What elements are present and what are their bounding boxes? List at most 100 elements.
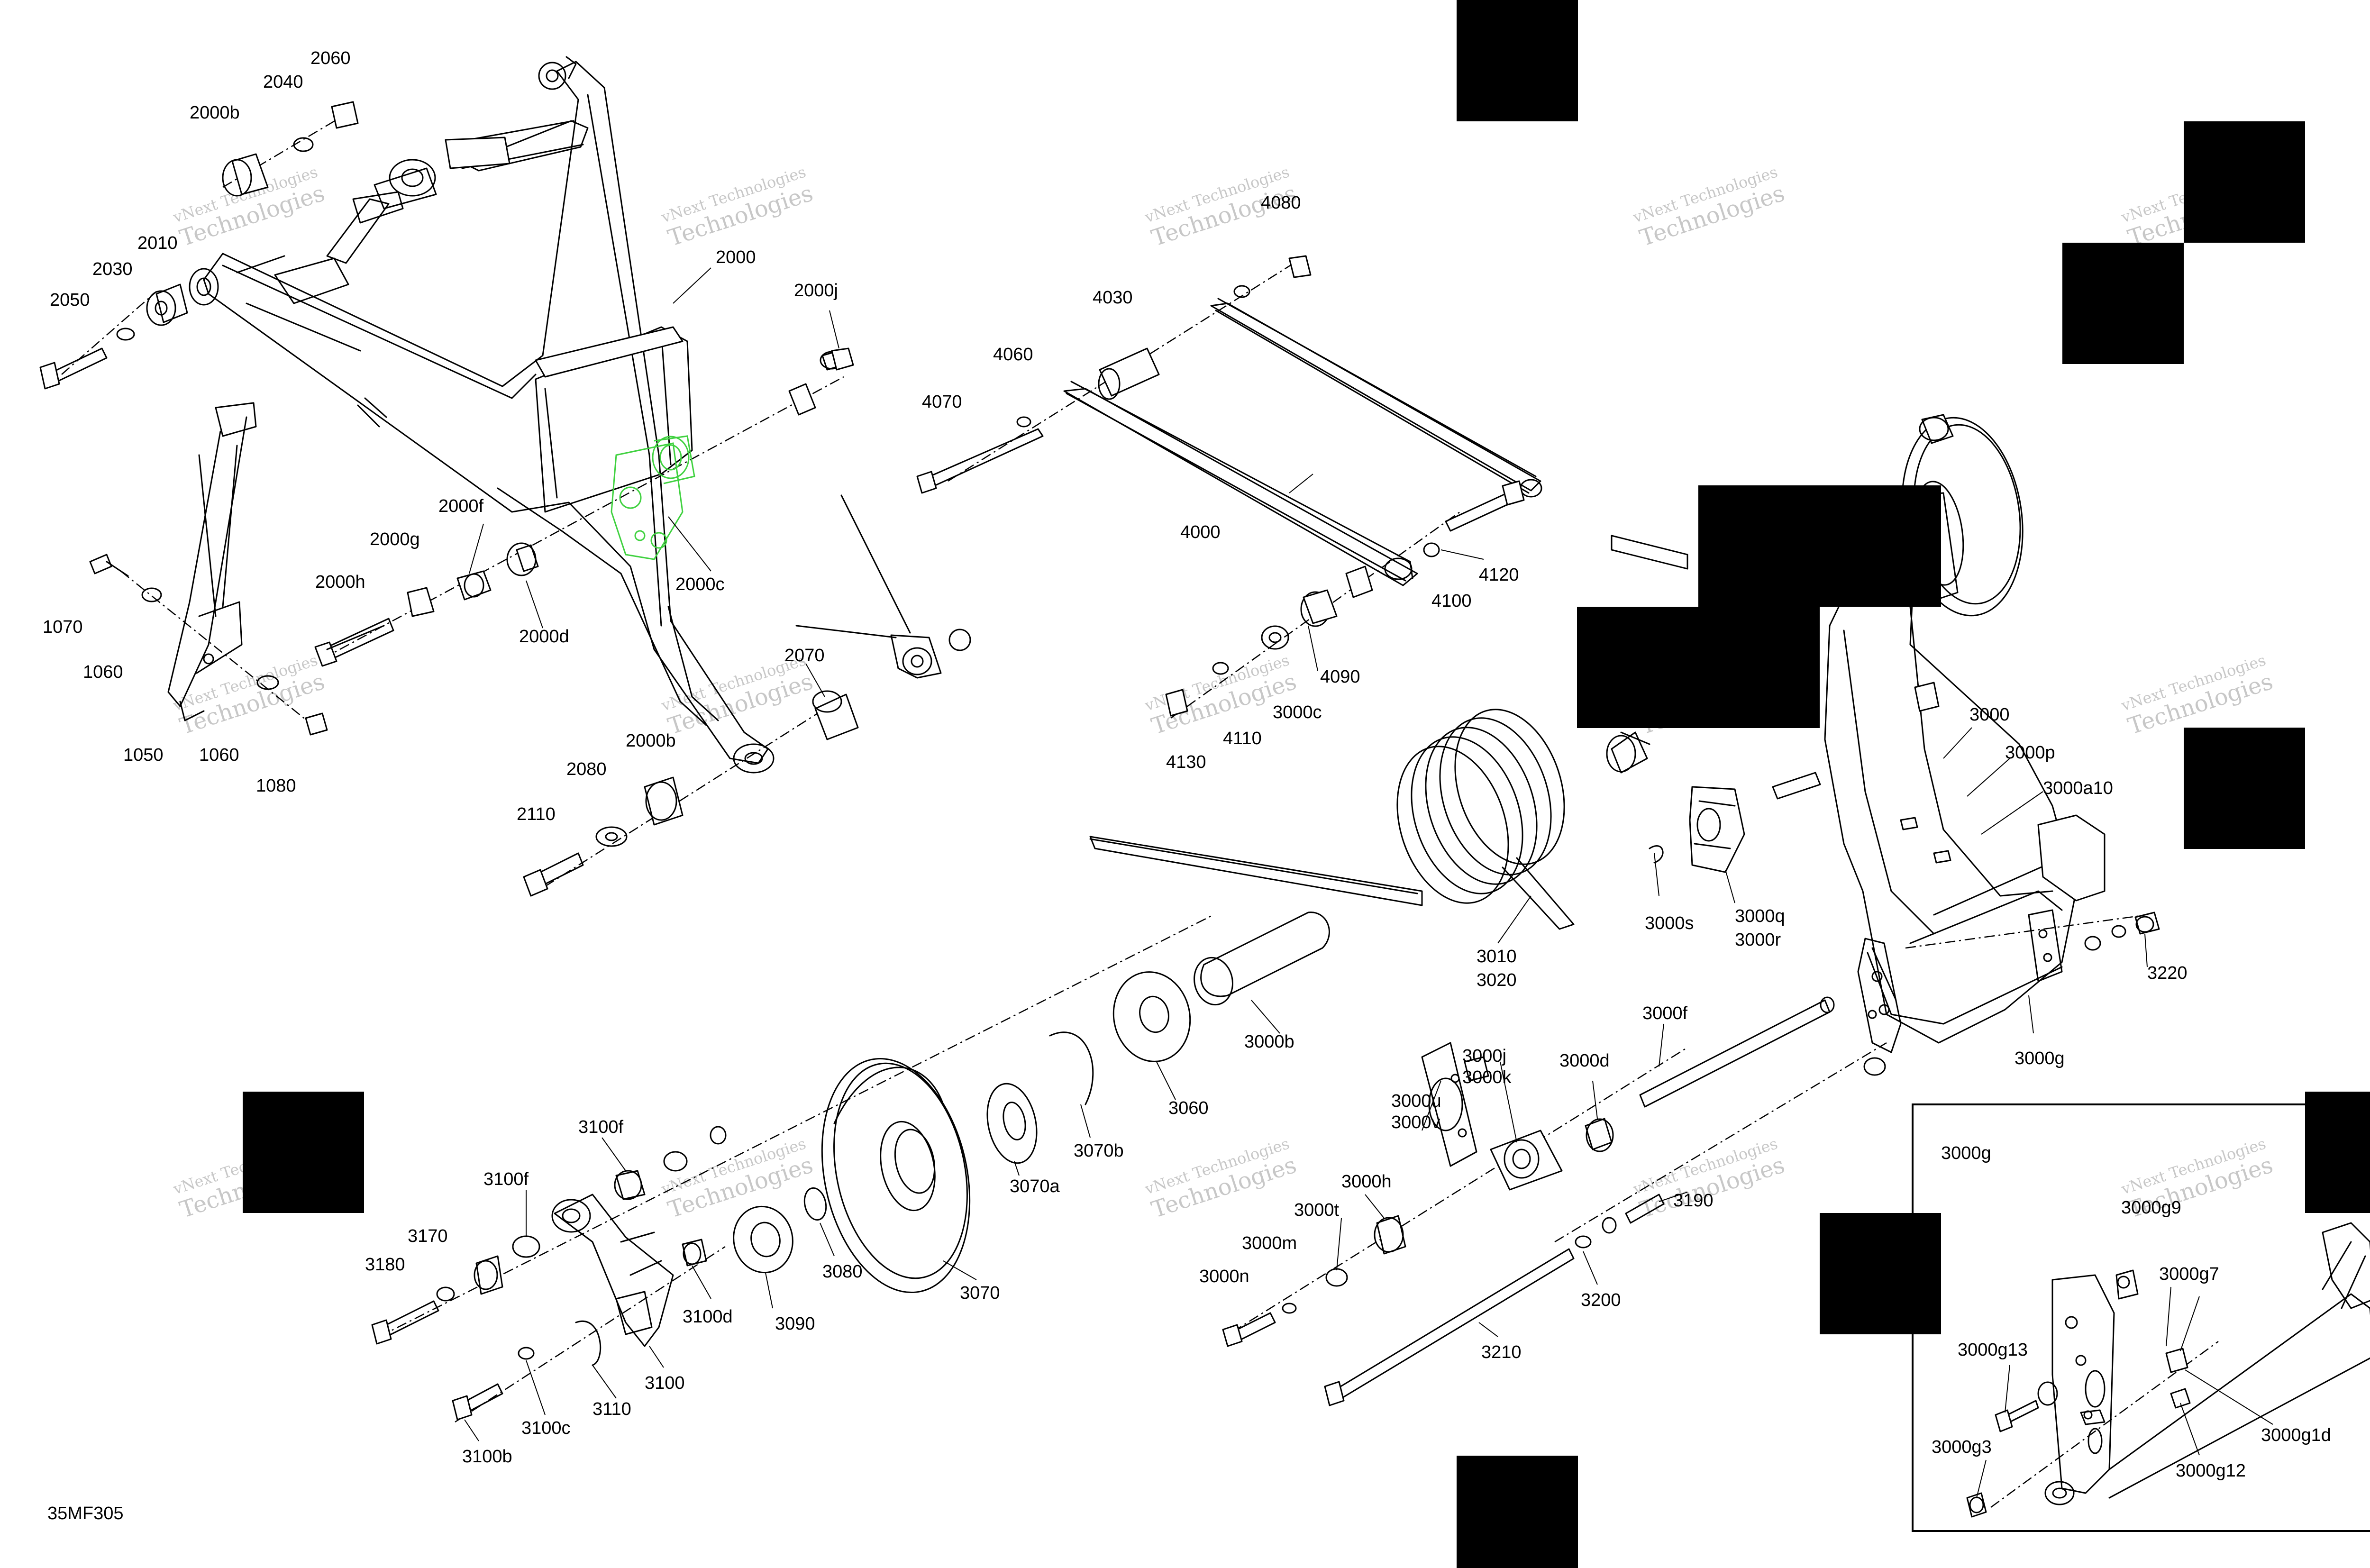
label-3020: 3020 <box>1477 970 1517 990</box>
redaction-block <box>2184 121 2305 243</box>
label-3000k: 3000k <box>1462 1067 1512 1087</box>
label-3000n: 3000n <box>1199 1267 1249 1286</box>
label-2000c: 2000c <box>675 574 725 594</box>
label-3100f-b: 3100f <box>483 1169 529 1189</box>
label-3000d: 3000d <box>1559 1051 1610 1071</box>
label-4000: 4000 <box>1180 522 1221 542</box>
label-inset-title: 3000g <box>1941 1143 1991 1163</box>
label-3070: 3070 <box>960 1283 1000 1303</box>
label-1060b: 1060 <box>199 745 239 765</box>
label-1050: 1050 <box>123 745 164 765</box>
redaction-block <box>1457 0 1578 121</box>
label-4090: 4090 <box>1320 667 1360 687</box>
label-2110: 2110 <box>517 804 556 824</box>
redaction-blocks <box>243 0 2370 1568</box>
label-2000h: 2000h <box>315 572 365 592</box>
idler-wheel-assembly <box>682 912 1330 1294</box>
torsion-spring <box>1089 535 1688 930</box>
label-3000g13: 3000g13 <box>1958 1340 2028 1360</box>
redaction-block <box>1457 1456 1578 1568</box>
label-3000f: 3000f <box>1642 1003 1688 1023</box>
label-3070a: 3070a <box>1010 1176 1060 1196</box>
label-3190: 3190 <box>1673 1191 1714 1211</box>
label-3210: 3210 <box>1481 1342 1522 1362</box>
label-3000t: 3000t <box>1294 1200 1340 1220</box>
label-4100: 4100 <box>1431 591 1472 611</box>
label-2080: 2080 <box>566 759 607 779</box>
label-3100: 3100 <box>645 1373 685 1393</box>
label-3200: 3200 <box>1581 1290 1621 1310</box>
label-2000f: 2000f <box>438 496 484 516</box>
redaction-block <box>1698 485 1941 607</box>
watermarks: vNext Technologies Technologies vNext Te… <box>171 163 2276 1223</box>
label-3060: 3060 <box>1168 1098 1209 1118</box>
label-2010: 2010 <box>137 233 178 253</box>
adjuster-arm-assembly <box>371 1126 727 1421</box>
label-3000b: 3000b <box>1244 1032 1294 1052</box>
redaction-block <box>243 1092 364 1213</box>
front-arm-assembly <box>189 56 971 897</box>
label-1060a: 1060 <box>83 662 123 682</box>
label-3000v: 3000v <box>1391 1112 1440 1132</box>
label-4110: 4110 <box>1223 729 1262 748</box>
label-3000u: 3000u <box>1391 1091 1441 1111</box>
label-2060: 2060 <box>310 48 351 68</box>
part-labels: 2060 2040 2000b 2010 2030 2050 2000 2000… <box>43 48 2331 1523</box>
label-2000g: 2000g <box>370 529 420 549</box>
label-4080: 4080 <box>1261 193 1301 213</box>
label-3220: 3220 <box>2147 963 2188 983</box>
label-2050: 2050 <box>50 290 90 310</box>
label-2000d: 2000d <box>519 627 569 647</box>
label-3090: 3090 <box>775 1314 815 1334</box>
label-3000g: 3000g <box>2014 1048 2065 1068</box>
label-3000c: 3000c <box>1273 702 1322 722</box>
label-3000g3: 3000g3 <box>1932 1437 1992 1457</box>
label-3100d: 3100d <box>683 1307 733 1327</box>
label-2040: 2040 <box>263 72 303 92</box>
label-4130: 4130 <box>1166 752 1206 772</box>
label-3000g7: 3000g7 <box>2159 1264 2219 1284</box>
label-4060: 4060 <box>993 345 1033 365</box>
redaction-block <box>1820 1213 1941 1334</box>
label-3000: 3000 <box>1969 705 2010 725</box>
label-1070: 1070 <box>43 617 83 637</box>
limiter-rod-assembly <box>916 255 1542 717</box>
inset-frame <box>1912 1103 2370 1532</box>
pivot-bolt-hardware <box>39 101 359 390</box>
label-3000h: 3000h <box>1341 1172 1392 1192</box>
inset-detail-3000g <box>1912 1103 2370 1532</box>
label-4120: 4120 <box>1479 565 1519 585</box>
label-3100c: 3100c <box>521 1418 571 1438</box>
label-4070: 4070 <box>922 392 962 412</box>
label-3170: 3170 <box>408 1226 448 1246</box>
label-3000g12: 3000g12 <box>2176 1461 2246 1481</box>
redaction-block <box>2184 728 2305 849</box>
assembly-axes <box>61 110 2219 1508</box>
lower-mounting-hardware <box>1222 996 1835 1406</box>
label-4030: 4030 <box>1093 288 1133 308</box>
label-2000j: 2000j <box>794 281 838 301</box>
label-3070b: 3070b <box>1074 1141 1124 1161</box>
highlighted-part-2000c <box>611 435 695 560</box>
label-3180: 3180 <box>365 1255 405 1275</box>
label-3110: 3110 <box>592 1399 631 1419</box>
label-3000q: 3000q <box>1735 906 1785 926</box>
label-2030: 2030 <box>92 259 133 279</box>
label-3100b: 3100b <box>462 1447 512 1467</box>
label-3000m: 3000m <box>1242 1233 1297 1253</box>
label-3010: 3010 <box>1477 947 1517 966</box>
label-3000g1d: 3000g1d <box>2261 1425 2331 1445</box>
label-2000b-top: 2000b <box>190 103 240 123</box>
drawing-id: 35MF305 <box>47 1504 124 1523</box>
limiter-strap-assembly <box>89 402 328 736</box>
label-3000r: 3000r <box>1735 930 1781 950</box>
leader-lines <box>464 267 2273 1498</box>
label-3000s: 3000s <box>1645 913 1694 933</box>
label-3080: 3080 <box>822 1262 863 1282</box>
label-1080: 1080 <box>256 776 296 796</box>
label-3000a10: 3000a10 <box>2043 778 2113 798</box>
label-3000j: 3000j <box>1462 1046 1506 1066</box>
label-2000b-bottom: 2000b <box>626 731 676 751</box>
